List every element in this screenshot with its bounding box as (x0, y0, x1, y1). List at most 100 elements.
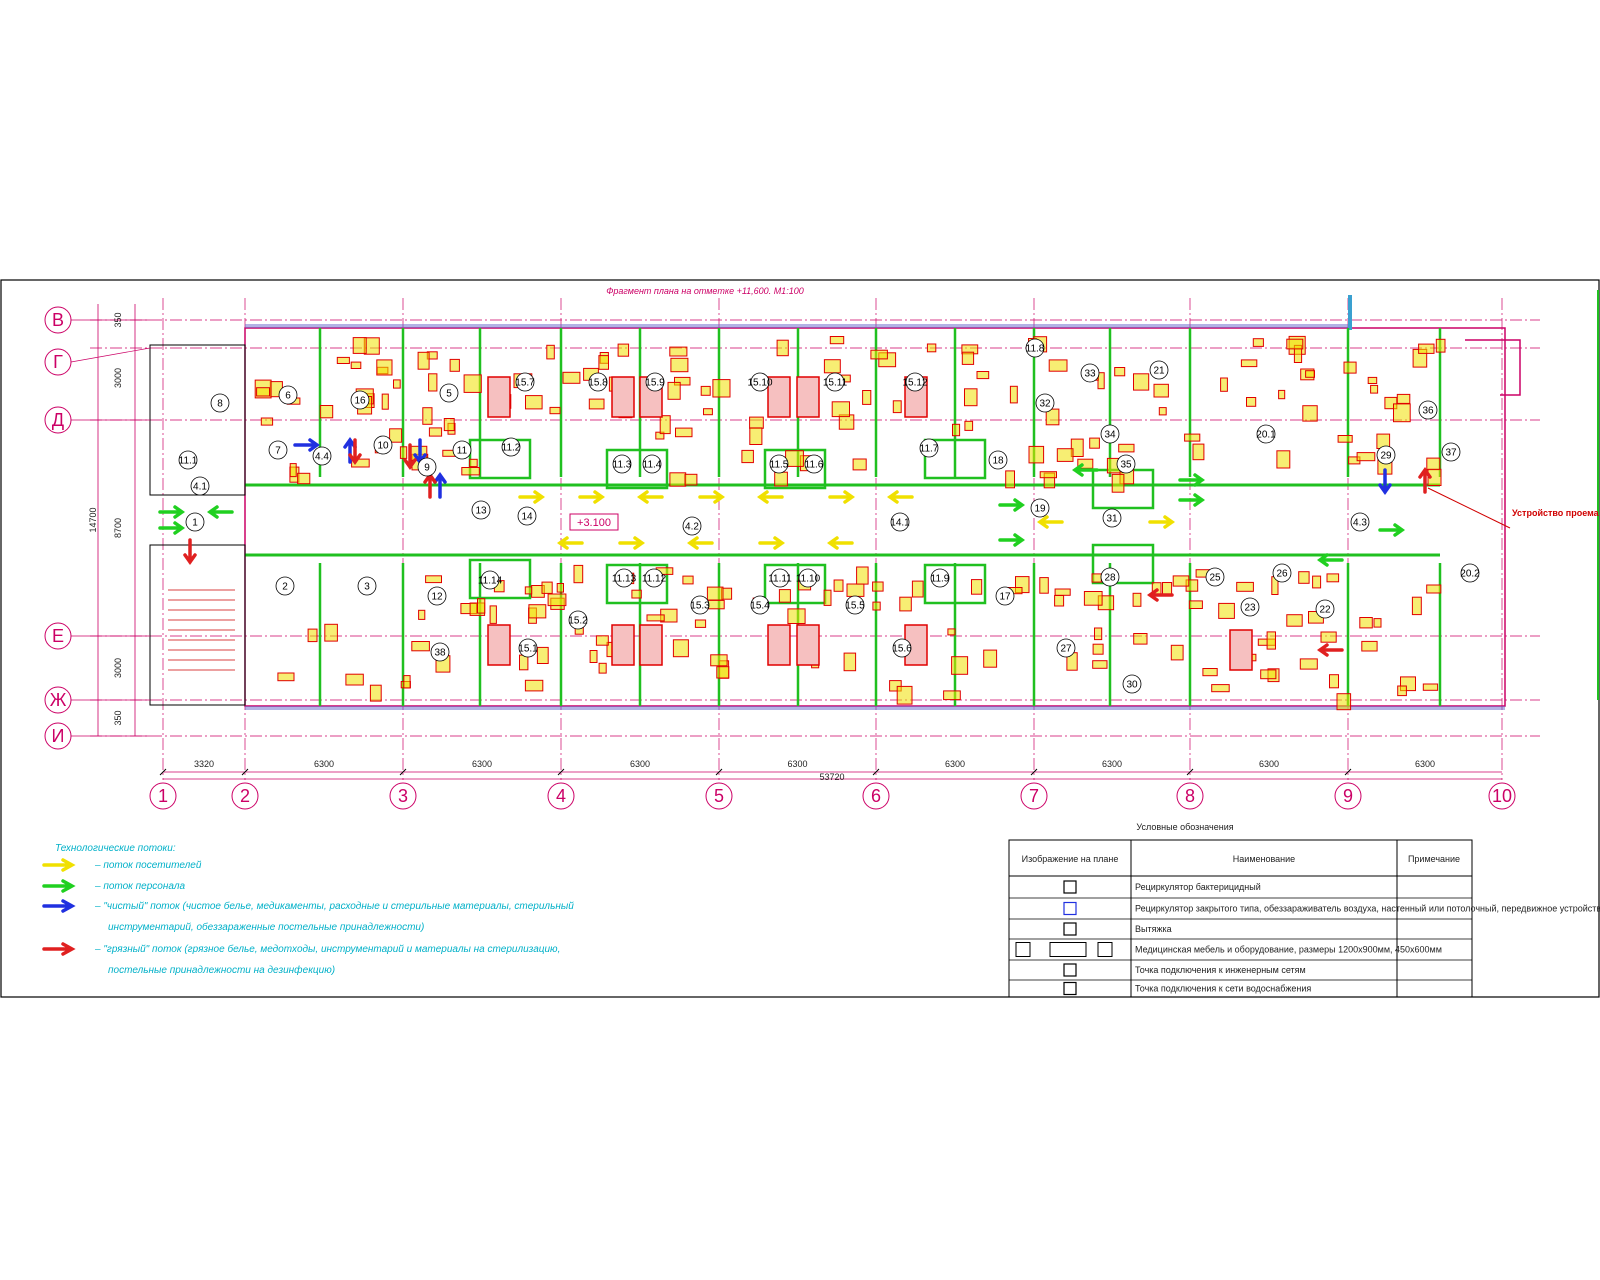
furniture-item (461, 467, 480, 476)
room-bubble (1102, 508, 1122, 528)
bed (767, 624, 791, 666)
room-number: 11.3 (613, 460, 632, 471)
table-row-6: Точка подключения к сети водоснабжения (1009, 981, 1472, 998)
visitor-arrow (1148, 515, 1176, 529)
furniture-item (706, 599, 725, 610)
furniture-item (776, 339, 789, 357)
furniture-item (425, 575, 443, 584)
dirty-arrow (1146, 588, 1174, 602)
legend-item-2: – поток персонала (42, 879, 185, 893)
room-mid-31: 31 (1102, 508, 1122, 528)
bed (487, 624, 511, 666)
staff-arrow (998, 533, 1026, 547)
room-number: 15.5 (845, 601, 865, 612)
room-bubble (373, 435, 393, 455)
room-top-29: 29 (1376, 445, 1396, 465)
furniture-item (1396, 393, 1411, 404)
axis-label: 2 (240, 786, 250, 806)
room-bot-11-14: 11.14 (478, 570, 503, 590)
wet-block (763, 563, 827, 605)
axis-label: Д (52, 410, 64, 430)
furniture-item (289, 463, 297, 478)
column-dim: 6300 (1415, 759, 1435, 769)
room-bubble (770, 568, 790, 588)
room-number: 36 (1422, 406, 1434, 417)
visitor-arrow (756, 490, 784, 504)
furniture-item (703, 408, 713, 416)
furniture-item (1158, 407, 1167, 416)
icon-part (1063, 901, 1077, 916)
room-number: 4.1 (193, 482, 207, 493)
row-axis-Д: Д (44, 406, 150, 434)
room-number: 8 (217, 399, 223, 410)
room-top-18: 18 (988, 450, 1008, 470)
furniture-item (1083, 591, 1103, 606)
table-caption: Условные обозначения (1136, 822, 1233, 832)
furniture-item (846, 583, 865, 597)
room-number: 11.5 (770, 460, 789, 471)
furniture-item (319, 405, 334, 419)
furniture-item (1370, 384, 1379, 394)
furniture-item (1009, 385, 1018, 404)
room-bubble (1350, 512, 1370, 532)
dim-tick (1344, 768, 1352, 776)
room-mid-11-6: 11.6 (804, 454, 824, 474)
column-dim: 3320 (194, 759, 214, 769)
legend-item-4: инструментарий, обеззараженные постельны… (108, 921, 424, 933)
tray-icon (1015, 942, 1113, 957)
room-bot-11-12: 11.12 (642, 568, 667, 588)
furniture-item (1286, 614, 1303, 627)
furniture-item (1039, 577, 1049, 594)
hood-icon (1063, 922, 1077, 936)
room-bot-12: 12 (427, 586, 447, 606)
axis-label: Г (53, 352, 63, 372)
furniture-item (417, 351, 430, 370)
furniture-item (389, 428, 403, 443)
furniture-item (562, 371, 581, 384)
room-number: 20.2 (1460, 569, 1480, 580)
room-number: 11.9 (931, 574, 950, 585)
furniture-item (369, 684, 382, 702)
visitor-arrow (826, 536, 854, 550)
furniture-item (682, 575, 694, 585)
icon-part (1063, 981, 1077, 996)
furniture-item (376, 359, 393, 376)
room-number: 15.1 (518, 644, 538, 655)
furniture-item (588, 398, 605, 410)
furniture-item (672, 639, 689, 658)
furniture-item (573, 564, 584, 584)
furniture-item (1133, 633, 1148, 645)
furniture-item (852, 458, 867, 471)
room-number: 11.8 (1026, 344, 1045, 355)
wet-block (923, 438, 987, 480)
furniture-item (1397, 685, 1407, 697)
room-number: 2 (282, 582, 288, 593)
furniture-item (428, 427, 443, 437)
furniture-item (1188, 600, 1203, 610)
furniture-item (943, 690, 961, 701)
room-bot-38: 38 (430, 642, 450, 662)
room-number: 27 (1060, 644, 1072, 655)
furniture-item (1286, 338, 1304, 350)
room-number: 15.7 (515, 378, 535, 389)
total-height-dim: 14700 (88, 507, 98, 532)
icon-part (1063, 922, 1077, 936)
visitor-arrow (828, 490, 856, 504)
visitor-arrow (698, 490, 726, 504)
room-number: 15.11 (823, 378, 848, 389)
furniture-item (598, 662, 607, 674)
furniture-item (324, 623, 338, 642)
room-bubble (905, 372, 925, 392)
legend-item-1: – поток посетителей (42, 858, 202, 872)
furniture-item (1312, 575, 1322, 589)
furniture-item (595, 635, 609, 646)
axis-leader (70, 347, 151, 363)
furniture-item (1343, 361, 1357, 374)
furniture-item (1091, 573, 1102, 583)
visitor-arrow (886, 490, 914, 504)
room-top-15-7: 15.7 (515, 372, 535, 392)
room-mid-35: 35 (1116, 454, 1136, 474)
furniture-item (971, 579, 983, 595)
